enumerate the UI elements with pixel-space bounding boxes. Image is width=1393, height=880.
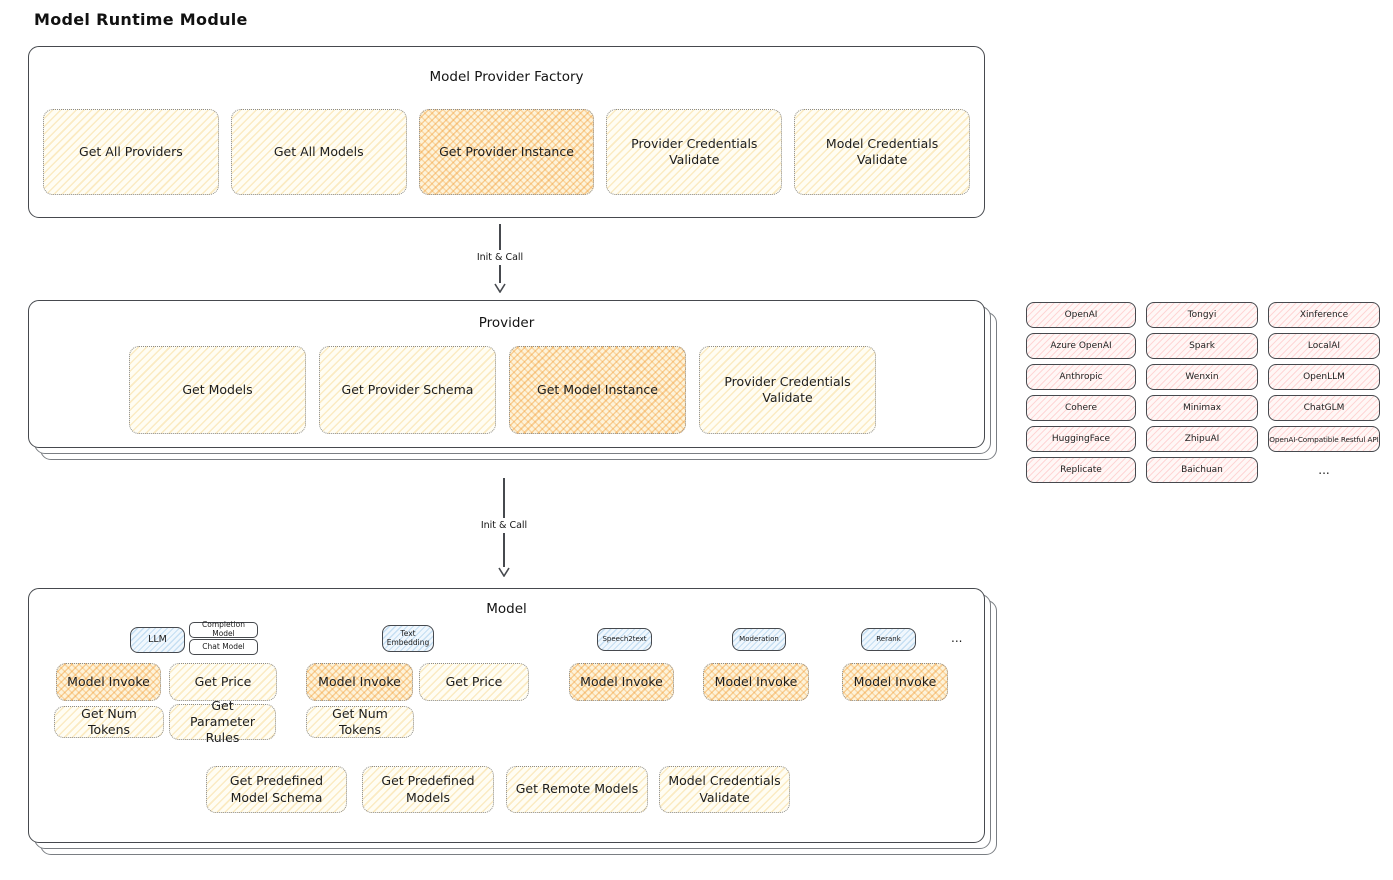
factory-panel-title: Model Provider Factory xyxy=(429,69,584,85)
arrow-line xyxy=(503,533,505,567)
provider-item-replicate: Replicate xyxy=(1026,457,1136,483)
tab-chat-model: Chat Model xyxy=(189,639,258,655)
provider-button-row: Get Models Get Provider Schema Get Model… xyxy=(129,346,876,434)
provider-item-tongyi: Tongyi xyxy=(1146,302,1258,328)
factory-panel: Model Provider Factory Get All Providers… xyxy=(28,46,985,218)
node-get-num-tokens-text-embedding: Get Num Tokens xyxy=(306,706,414,738)
provider-item-localai: LocalAI xyxy=(1268,333,1380,359)
node-provider-credentials-validate-2: Provider Credentials Validate xyxy=(699,346,876,434)
model-panel: Model LLM Completion Model Chat Model Te… xyxy=(28,588,985,843)
node-get-price-text-embedding: Get Price xyxy=(419,663,529,701)
tab-rerank: Rerank xyxy=(861,628,916,651)
provider-item-azure-openai: Azure OpenAI xyxy=(1026,333,1136,359)
provider-item-openai: OpenAI xyxy=(1026,302,1136,328)
node-model-credentials-validate: Model Credentials Validate xyxy=(794,109,970,195)
node-get-models: Get Models xyxy=(129,346,306,434)
node-model-invoke-rerank: Model Invoke xyxy=(842,663,948,701)
init-call-arrow-2: Init & Call xyxy=(472,478,536,577)
node-model-invoke-text-embedding: Model Invoke xyxy=(306,663,413,701)
provider-item-huggingface: HuggingFace xyxy=(1026,426,1136,452)
arrow-head-icon xyxy=(494,283,506,293)
tab-llm: LLM xyxy=(130,627,185,653)
node-get-all-models: Get All Models xyxy=(230,109,407,195)
arrow-line xyxy=(499,224,501,250)
node-get-provider-instance: Get Provider Instance xyxy=(418,109,595,195)
arrow-label: Init & Call xyxy=(480,520,528,531)
provider-item-chatglm: ChatGLM xyxy=(1268,395,1380,421)
provider-item-xinference: Xinference xyxy=(1268,302,1380,328)
node-get-remote-models: Get Remote Models xyxy=(506,766,648,813)
provider-list-grid: OpenAI Tongyi Xinference Azure OpenAI Sp… xyxy=(1026,302,1380,483)
tab-text-embedding: Text Embedding xyxy=(382,625,434,652)
provider-item-openai-compatible: OpenAI-Compatible Restful API xyxy=(1268,426,1380,452)
node-model-invoke-llm: Model Invoke xyxy=(56,663,161,701)
tab-moderation: Moderation xyxy=(732,628,786,651)
init-call-arrow-1: Init & Call xyxy=(468,224,532,293)
node-get-provider-schema: Get Provider Schema xyxy=(319,346,496,434)
provider-panel: Provider Get Models Get Provider Schema … xyxy=(28,300,985,448)
provider-item-minimax: Minimax xyxy=(1146,395,1258,421)
node-model-invoke-moderation: Model Invoke xyxy=(703,663,809,701)
provider-item-cohere: Cohere xyxy=(1026,395,1136,421)
node-get-parameter-rules: Get Parameter Rules xyxy=(169,698,276,745)
tab-speech2text: Speech2text xyxy=(597,628,652,651)
page-title: Model Runtime Module xyxy=(34,10,248,29)
arrow-label: Init & Call xyxy=(476,252,524,263)
factory-button-row: Get All Providers Get All Models Get Pro… xyxy=(43,109,970,195)
node-model-invoke-speech2text: Model Invoke xyxy=(569,663,674,701)
provider-panel-title: Provider xyxy=(478,315,535,331)
node-get-price-llm: Get Price xyxy=(169,663,277,701)
tabs-ellipsis: ... xyxy=(951,631,963,645)
arrow-line xyxy=(503,478,505,518)
provider-item-wenxin: Wenxin xyxy=(1146,364,1258,390)
provider-item-baichuan: Baichuan xyxy=(1146,457,1258,483)
node-get-predefined-model-schema: Get Predefined Model Schema xyxy=(206,766,347,813)
provider-list-ellipsis: ... xyxy=(1318,463,1330,477)
arrow-head-icon xyxy=(498,567,510,577)
provider-item-spark: Spark xyxy=(1146,333,1258,359)
provider-item-zhipuai: ZhipuAI xyxy=(1146,426,1258,452)
node-get-predefined-models: Get Predefined Models xyxy=(362,766,494,813)
node-provider-credentials-validate: Provider Credentials Validate xyxy=(606,109,783,195)
node-get-num-tokens-llm: Get Num Tokens xyxy=(54,706,164,738)
model-panel-title: Model xyxy=(486,601,527,617)
node-model-credentials-validate-2: Model Credentials Validate xyxy=(659,766,790,813)
node-get-all-providers: Get All Providers xyxy=(43,109,219,195)
provider-item-openllm: OpenLLM xyxy=(1268,364,1380,390)
node-get-model-instance: Get Model Instance xyxy=(509,346,686,434)
tab-completion-model: Completion Model xyxy=(189,621,258,638)
provider-item-anthropic: Anthropic xyxy=(1026,364,1136,390)
arrow-line xyxy=(499,265,501,283)
